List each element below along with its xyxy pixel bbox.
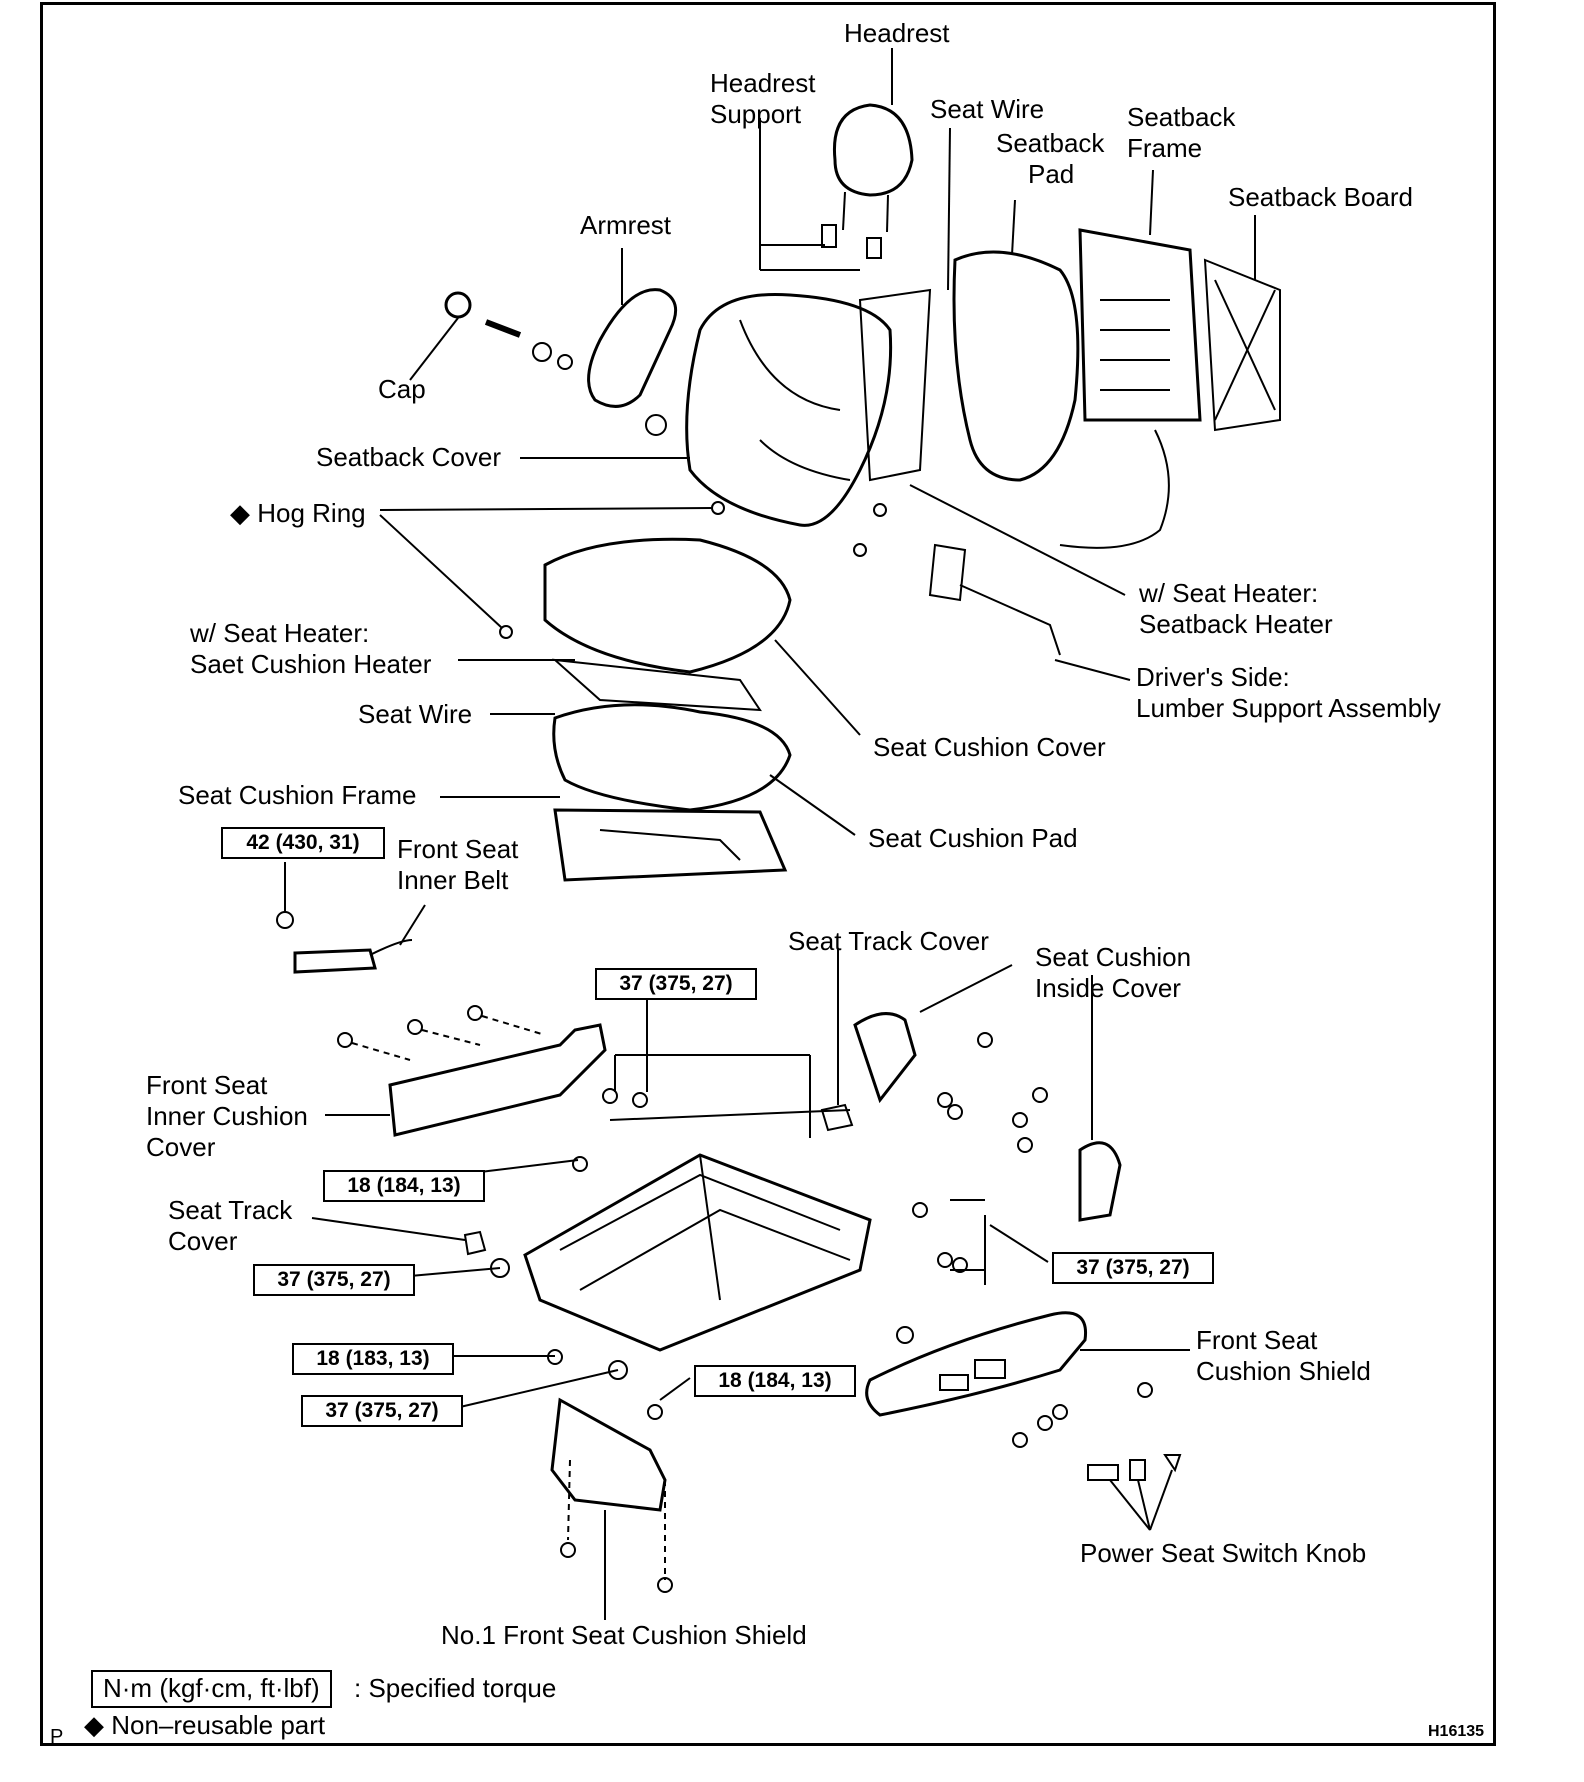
inner-cushion-cover-part bbox=[325, 1005, 607, 1137]
label-hog-ring: ◆ Hog Ring bbox=[230, 498, 366, 528]
label-inner-belt: Front Seat Inner Belt bbox=[397, 834, 518, 896]
seat-cushion-pad-part bbox=[490, 703, 856, 836]
seatback-pad-part bbox=[952, 199, 1080, 482]
hog-ring-leaders bbox=[379, 501, 725, 639]
seat-track-cover-parts bbox=[311, 948, 854, 1256]
label-cap: Cap bbox=[378, 374, 426, 404]
label-line: Front Seat bbox=[397, 834, 519, 864]
label-line: Front Seat bbox=[1196, 1325, 1318, 1355]
label-line: w/ Seat Heater: bbox=[1139, 578, 1319, 608]
seat-cushion-cover-part bbox=[543, 537, 861, 736]
torque-box-left-37: 37 (375, 27) bbox=[253, 1264, 415, 1296]
label-seat-cushion-cover: Seat Cushion Cover bbox=[873, 732, 1106, 762]
seatback-board-part bbox=[1203, 215, 1281, 432]
torque-box-bottom-37: 37 (375, 27) bbox=[301, 1395, 463, 1427]
figure-frame bbox=[40, 2, 1496, 1746]
label-seat-wire-mid: Seat Wire bbox=[358, 699, 473, 729]
torque-leaders bbox=[409, 986, 1049, 1408]
label-line: Inner Belt bbox=[397, 865, 509, 895]
legend-nonreusable: ◆ Non–reusable part bbox=[84, 1710, 326, 1740]
label-line: Saet Cushion Heater bbox=[190, 649, 432, 679]
label-armrest: Armrest bbox=[580, 210, 671, 240]
torque-box-top: 37 (375, 27) bbox=[595, 968, 757, 1000]
headrest-support-part bbox=[759, 118, 882, 271]
seat-cushion-frame-part bbox=[440, 796, 788, 882]
label-line: Support bbox=[710, 99, 802, 129]
label-inner-cushion-cover: Front Seat Inner Cushion Cover bbox=[146, 1070, 308, 1163]
label-line: Seatback bbox=[1127, 102, 1236, 132]
label-seatback-frame: Seatback Frame bbox=[1127, 102, 1235, 164]
label-line: Lumber Support Assembly bbox=[1136, 693, 1441, 723]
torque-box-bottom-18: 18 (184, 13) bbox=[694, 1365, 856, 1397]
label-cushion-heater: w/ Seat Heater: Saet Cushion Heater bbox=[190, 618, 431, 680]
label-line: Pad bbox=[1028, 159, 1075, 189]
cap-part bbox=[409, 291, 522, 381]
fasteners bbox=[490, 1032, 1153, 1448]
label-line: w/ Seat Heater: bbox=[190, 618, 370, 648]
cushion-heater-part bbox=[458, 658, 762, 712]
label-line: Inside Cover bbox=[1035, 973, 1181, 1003]
label-seat-track-cover-left: Seat Track Cover bbox=[168, 1195, 292, 1257]
armrest-part bbox=[532, 248, 678, 436]
label-seatback-pad: Seatback Pad bbox=[996, 128, 1104, 190]
torque-box-right-37: 37 (375, 27) bbox=[1052, 1252, 1214, 1284]
label-seat-track-cover-top: Seat Track Cover bbox=[788, 926, 989, 956]
label-seatback-cover: Seatback Cover bbox=[316, 442, 501, 472]
label-line: Cover bbox=[168, 1226, 238, 1256]
headrest-part bbox=[832, 48, 914, 233]
cushion-inside-cover-part bbox=[853, 964, 1122, 1222]
torque-box-belt: 42 (430, 31) bbox=[221, 827, 385, 859]
label-line: Frame bbox=[1127, 133, 1203, 163]
torque-box-left-18b: 18 (183, 13) bbox=[292, 1343, 454, 1375]
label-headrest-support: Headrest Support bbox=[710, 68, 816, 130]
label-headrest: Headrest bbox=[844, 18, 950, 48]
label-front-seat-cushion-shield: Front Seat Cushion Shield bbox=[1196, 1325, 1371, 1387]
label-line: Seat Track bbox=[168, 1195, 293, 1225]
label-line: Seatback Heater bbox=[1139, 609, 1333, 639]
legend-corner-letter: P bbox=[50, 1726, 64, 1748]
no1-cushion-shield-part bbox=[550, 1397, 673, 1620]
label-power-seat-switch-knob: Power Seat Switch Knob bbox=[1080, 1538, 1367, 1568]
label-line: Inner Cushion bbox=[146, 1101, 308, 1131]
label-seat-cushion-frame: Seat Cushion Frame bbox=[178, 780, 417, 810]
inner-belt-part bbox=[276, 862, 426, 974]
label-line: Driver's Side: bbox=[1136, 662, 1290, 692]
label-line: Headrest bbox=[710, 68, 816, 98]
label-cushion-inside-cover: Seat Cushion Inside Cover bbox=[1035, 942, 1191, 1004]
legend-torque-text: : Specified torque bbox=[354, 1673, 557, 1703]
label-seat-wire-top: Seat Wire bbox=[930, 94, 1045, 124]
label-seat-cushion-pad: Seat Cushion Pad bbox=[868, 823, 1078, 853]
legend-torque-unit-box: N·m (kgf·cm, ft·lbf) bbox=[91, 1670, 332, 1708]
label-no1-cushion-shield: No.1 Front Seat Cushion Shield bbox=[441, 1620, 807, 1650]
seat-wire-top-part bbox=[858, 127, 951, 482]
label-seatback-heater: w/ Seat Heater: Seatback Heater bbox=[1139, 578, 1333, 640]
torque-box-left-18: 18 (184, 13) bbox=[323, 1170, 485, 1202]
seatback-frame-part bbox=[1059, 169, 1202, 549]
label-line: Front Seat bbox=[146, 1070, 268, 1100]
lumber-support-part bbox=[853, 484, 1131, 681]
front-seat-cushion-shield-part bbox=[865, 1311, 1190, 1417]
label-line: Seatback bbox=[996, 128, 1105, 158]
label-line: Cushion Shield bbox=[1196, 1356, 1371, 1386]
label-line: Cover bbox=[146, 1132, 216, 1162]
label-line: Seat Cushion bbox=[1035, 942, 1192, 972]
label-lumber-support: Driver's Side: Lumber Support Assembly bbox=[1136, 662, 1441, 724]
figure-code: H16135 bbox=[1428, 1723, 1485, 1740]
label-seatback-board: Seatback Board bbox=[1228, 182, 1414, 212]
power-seat-switch-knob-parts bbox=[1087, 1454, 1182, 1531]
seatback-cover-part bbox=[520, 292, 893, 527]
seat-track-part bbox=[523, 1109, 872, 1352]
